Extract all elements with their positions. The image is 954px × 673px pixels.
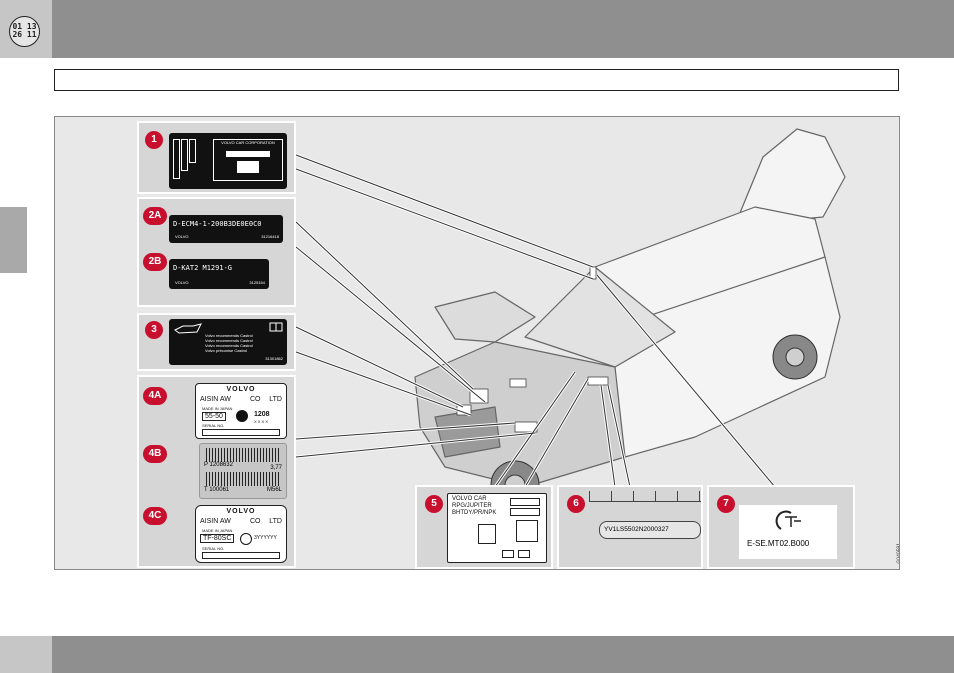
- label-1-field-b: [237, 161, 259, 173]
- panel-4: 4A VOLVO AISIN AW CO LTD MADE IN JAPAN 5…: [137, 375, 296, 568]
- label-4a-serial-box: [202, 429, 280, 436]
- label-6-vin-plate: YV1LS5502N2000327: [599, 521, 701, 539]
- label-4c-transmission: VOLVO AISIN AW CO LTD MADE IN JAPAN TF-8…: [195, 505, 287, 563]
- label-3-oil: Volvo recommends Castrol Volvo recommend…: [169, 319, 287, 365]
- label-4b-t-value: M56L: [266, 487, 282, 493]
- label-1-bar-a: [173, 139, 180, 179]
- label-2b: D-KAT2 M1291-G VOLVO 3125154: [169, 259, 269, 289]
- label-5-box-e: [502, 550, 514, 558]
- label-4c-ltd: LTD: [269, 518, 282, 525]
- label-4b-bars-2: [206, 472, 280, 486]
- header-left-box: 01 13 26 11: [0, 0, 52, 58]
- label-2b-brand: VOLVO: [175, 280, 189, 285]
- label-4a-ltd: LTD: [269, 396, 282, 403]
- label-4a-maker: AISIN AW: [200, 396, 231, 403]
- chapter-tab: [0, 207, 27, 273]
- label-4b-p-code: P 1208632: [204, 462, 233, 468]
- label-5-box-f: [518, 550, 530, 558]
- callout-2b: 2B: [143, 253, 167, 271]
- label-4a-made-in: MADE IN JAPAN: [202, 406, 233, 411]
- callout-4a: 4A: [143, 387, 167, 405]
- panel-7: 7 E-SE.MT02.B000: [707, 485, 855, 569]
- oil-can-icon: [174, 323, 202, 334]
- label-4a-code-sub: X X X X: [254, 419, 269, 424]
- label-1-bar-c: [189, 139, 196, 163]
- callout-5: 5: [425, 495, 443, 513]
- panel-6: 6 YV1LS5502N2000327: [557, 485, 703, 569]
- label-4c-model: TF-80SC: [200, 534, 235, 543]
- label-4c-made-in: MADE IN JAPAN: [202, 528, 233, 533]
- label-4a-dot: [236, 410, 248, 422]
- callout-7: 7: [717, 495, 735, 513]
- label-2a: D-ECM4-1-200B3DE0E0C0 VOLVO 31216418: [169, 215, 283, 243]
- label-4c-serial: SERIAL NO.: [202, 546, 225, 551]
- label-1-frame: VOLVO CAR CORPORATION: [213, 139, 283, 181]
- label-4a-co: CO: [250, 396, 261, 403]
- label-4b-t-code: T 100061: [204, 487, 230, 493]
- label-4b-bars-1: [206, 448, 280, 462]
- label-4b-barcode: P 1208632 3,77 T 100061 M56L: [199, 443, 287, 499]
- badge-line-2: 26 11: [12, 30, 37, 39]
- label-2b-code: D-KAT2 M1291-G: [173, 264, 233, 272]
- label-5-line-1: VOLVO CAR: [452, 496, 487, 502]
- label-4c-co: CO: [250, 518, 261, 525]
- panel-1: 1 VOLVO CAR CORPORATION: [137, 121, 296, 194]
- label-3-number: 31301862: [265, 356, 283, 361]
- label-5-line-3: BHTDY/PR/NPK: [452, 510, 497, 516]
- callout-3: 3: [145, 321, 163, 339]
- header-bar: [0, 0, 954, 58]
- label-7-certification: E-SE.MT02.B000: [739, 505, 837, 559]
- label-2a-brand: VOLVO: [175, 234, 189, 239]
- label-5-box-a: [510, 498, 540, 506]
- label-3-line-1: Volvo recommends Castrol: [205, 333, 253, 338]
- page-badge: 01 13 26 11: [9, 16, 40, 47]
- callout-2a: 2A: [143, 207, 167, 225]
- label-4c-code: 3YYYYYY: [254, 535, 277, 541]
- label-location-figure: 1 VOLVO CAR CORPORATION 2A D-ECM4-1-200B…: [54, 116, 900, 570]
- label-3-line-4: Volvo préconise Castrol: [205, 348, 248, 353]
- label-5-line-2: RPG/JUPITER: [452, 503, 492, 509]
- label-4b-p-value: 3,77: [270, 465, 282, 471]
- label-5-box-d: [516, 520, 538, 542]
- footer-left-box: [0, 636, 52, 673]
- label-7-mark: E-SE.MT02.B000: [747, 539, 810, 548]
- label-4c-brand: VOLVO: [226, 508, 256, 515]
- label-1-type-plate: VOLVO CAR CORPORATION: [169, 133, 287, 189]
- callout-6: 6: [567, 495, 585, 513]
- label-4a-transmission: VOLVO AISIN AW CO LTD MADE IN JAPAN 55-5…: [195, 383, 287, 439]
- label-2a-code: D-ECM4-1-200B3DE0E0C0: [173, 220, 262, 228]
- label-4c-serial-box: [202, 552, 280, 559]
- label-2a-number: 31216418: [261, 234, 279, 239]
- label-4c-dot: [240, 533, 252, 545]
- panel-2: 2A D-ECM4-1-200B3DE0E0C0 VOLVO 31216418 …: [137, 197, 296, 307]
- label-6-vin: YV1LS5502N2000327: [604, 526, 669, 533]
- label-5-box-c: [478, 524, 496, 544]
- windshield-wiper-grille: [589, 491, 701, 502]
- callout-4c: 4C: [143, 507, 167, 525]
- label-4a-serial: SERIAL NO.: [202, 423, 225, 428]
- label-5-emission: VOLVO CAR RPG/JUPITER BHTDY/PR/NPK: [447, 493, 547, 563]
- callout-1: 1: [145, 131, 163, 149]
- label-1-bar-b: [181, 139, 188, 171]
- section-heading-box: [54, 69, 899, 91]
- label-5-box-b: [510, 508, 540, 516]
- label-4a-model: 55-50: [202, 412, 226, 421]
- label-3-line-3: Volvo recommends Castrol: [205, 343, 253, 348]
- figure-id: G040591: [897, 543, 900, 564]
- label-2b-number: 3125154: [249, 280, 265, 285]
- badge-line-1: 01 13: [12, 22, 37, 31]
- car-illustration: [294, 128, 846, 510]
- label-3-line-2: Volvo recommends Castrol: [205, 338, 253, 343]
- label-4a-brand: VOLVO: [226, 386, 256, 393]
- panel-5: 5 VOLVO CAR RPG/JUPITER BHTDY/PR/NPK: [415, 485, 553, 569]
- manual-book-icon: [269, 322, 283, 332]
- gost-certification-icon: [775, 510, 801, 530]
- label-1-field-a: [226, 151, 270, 157]
- panel-3: 3 Volvo recommends Castrol Volvo recomme…: [137, 313, 296, 371]
- label-4c-maker: AISIN AW: [200, 518, 231, 525]
- callout-4b: 4B: [143, 445, 167, 463]
- footer-bar: [0, 636, 954, 673]
- label-1-title: VOLVO CAR CORPORATION: [221, 140, 275, 145]
- label-4a-code: 1208: [254, 411, 270, 418]
